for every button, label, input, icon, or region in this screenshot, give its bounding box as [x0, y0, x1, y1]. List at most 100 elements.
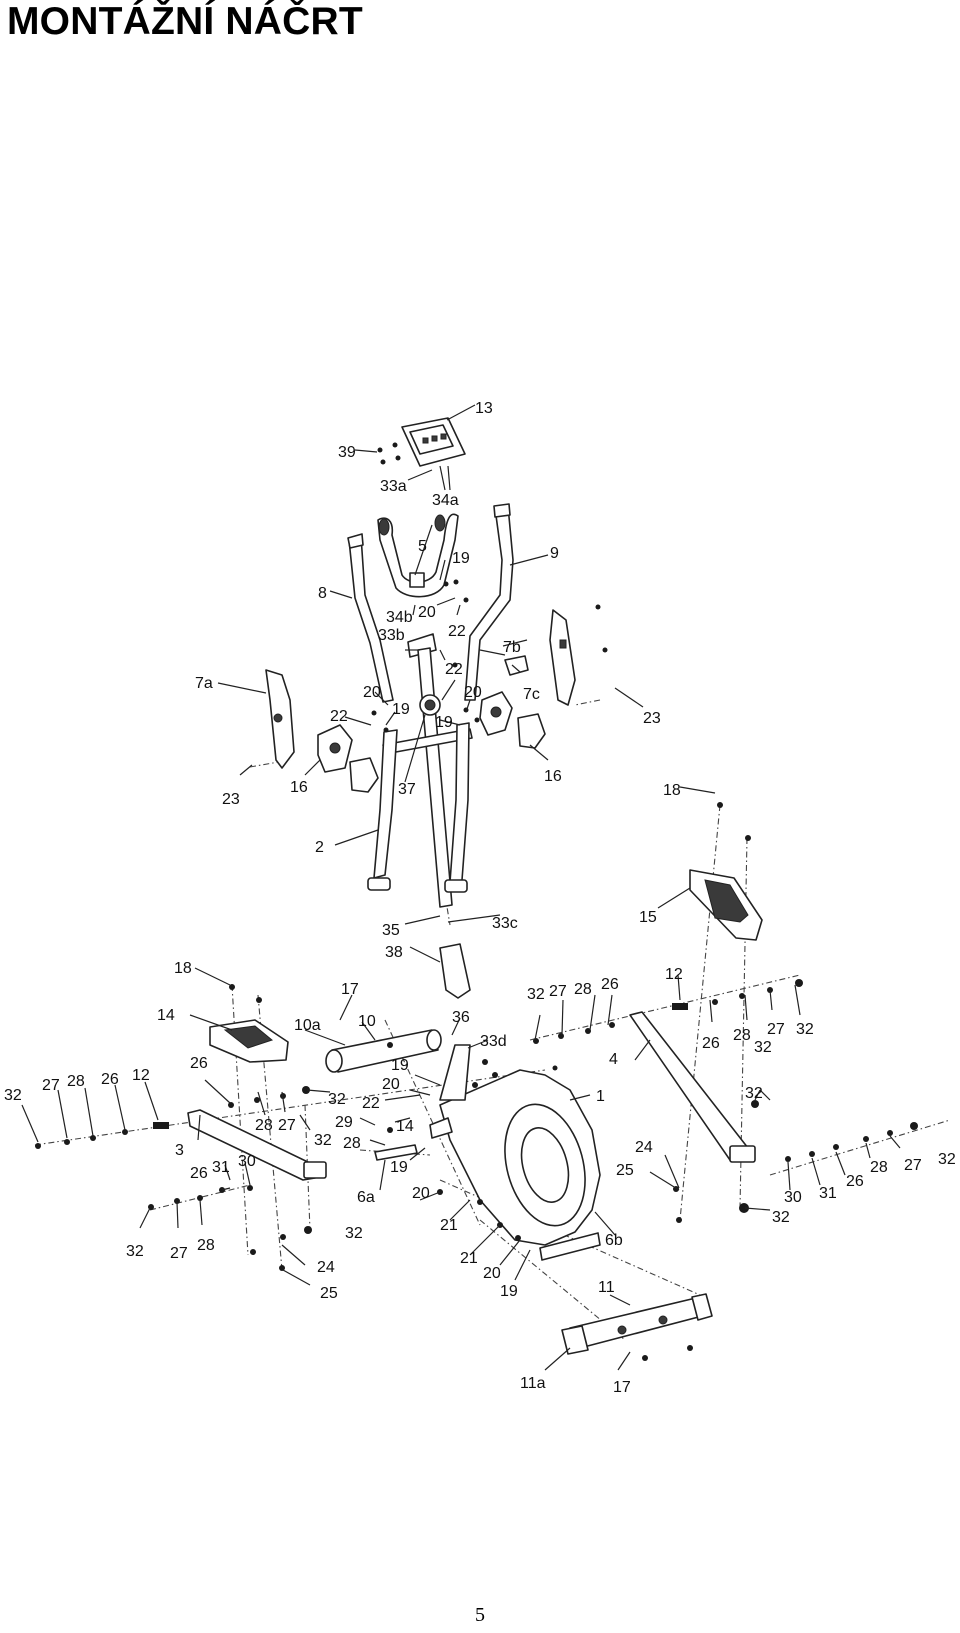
callout-16: 16	[544, 768, 562, 785]
callout-17: 17	[341, 981, 359, 998]
callout-29: 29	[335, 1114, 353, 1131]
callout-30: 30	[784, 1189, 802, 1206]
callout-20: 20	[363, 684, 381, 701]
callout-28: 28	[67, 1073, 85, 1090]
callout-28: 28	[255, 1117, 273, 1134]
upper-arm-9	[464, 503, 514, 701]
callout-24: 24	[317, 1259, 335, 1276]
callout-26: 26	[601, 976, 619, 993]
assembly-axes	[34, 699, 951, 1341]
callout-20: 20	[464, 684, 482, 701]
callout-20: 20	[382, 1076, 400, 1093]
callout-28: 28	[343, 1135, 361, 1152]
callout-33d: 33d	[480, 1033, 507, 1050]
callout-28: 28	[870, 1159, 888, 1176]
callout-35: 35	[382, 922, 400, 939]
callout-28: 28	[197, 1237, 215, 1254]
callout-32: 32	[328, 1091, 346, 1108]
callout-24: 24	[635, 1139, 653, 1156]
callout-18: 18	[663, 782, 681, 799]
callout-11a: 11a	[520, 1375, 546, 1392]
callout-12: 12	[132, 1067, 150, 1084]
page-title: MONTÁŽNÍ NÁČRT	[7, 0, 363, 43]
callout-27: 27	[42, 1077, 60, 1094]
callout-14: 14	[396, 1118, 414, 1135]
callout-30: 30	[238, 1153, 256, 1170]
stabilizer-11	[561, 1293, 713, 1355]
pedal-rail-3	[187, 1109, 327, 1181]
callout-labels: 13 39 33a 34a 5 19 9 8 34b 20 33b 22 7b …	[4, 400, 956, 1396]
callout-9: 9	[550, 545, 559, 562]
callout-6a: 6a	[357, 1189, 375, 1206]
callout-28: 28	[574, 981, 592, 998]
main-mast	[382, 633, 473, 908]
fasteners	[35, 442, 918, 1361]
callout-27: 27	[549, 983, 567, 1000]
callout-19: 19	[390, 1159, 408, 1176]
callout-26: 26	[702, 1035, 720, 1052]
callout-26: 26	[101, 1071, 119, 1088]
pedal-15	[689, 869, 763, 941]
cover-7a	[265, 669, 295, 769]
callout-19: 19	[500, 1283, 518, 1300]
callout-26: 26	[190, 1165, 208, 1182]
callout-28: 28	[733, 1027, 751, 1044]
crossbar-10	[325, 1029, 442, 1073]
callout-14: 14	[157, 1007, 175, 1024]
callout-22: 22	[362, 1095, 380, 1112]
callout-32: 32	[796, 1021, 814, 1038]
callout-4: 4	[609, 1051, 618, 1068]
page-number: 5	[475, 1604, 485, 1626]
callout-15: 15	[639, 909, 657, 926]
cover-7c	[504, 655, 529, 676]
callout-32: 32	[754, 1039, 772, 1056]
handlebar-5	[377, 513, 459, 598]
callout-33c: 33c	[492, 915, 518, 932]
callout-32: 32	[772, 1209, 790, 1226]
pedal-14	[209, 1019, 289, 1063]
callout-17: 17	[613, 1379, 631, 1396]
callout-27: 27	[278, 1117, 296, 1134]
callout-27: 27	[904, 1157, 922, 1174]
callout-27: 27	[170, 1245, 188, 1262]
callout-7a: 7a	[195, 675, 213, 692]
callout-19: 19	[391, 1057, 409, 1074]
callout-39: 39	[338, 444, 356, 461]
callout-22: 22	[448, 623, 466, 640]
callout-16: 16	[290, 779, 308, 796]
callout-26: 26	[190, 1055, 208, 1072]
lower-arm-2	[367, 722, 470, 893]
callout-32: 32	[4, 1087, 22, 1104]
callout-13: 13	[475, 400, 493, 417]
callout-32: 32	[745, 1085, 763, 1102]
callout-10: 10	[358, 1013, 376, 1030]
callout-32: 32	[345, 1225, 363, 1242]
callout-34a: 34a	[432, 492, 459, 509]
main-frame-1	[429, 1044, 601, 1246]
callout-19: 19	[452, 550, 470, 567]
callout-26: 26	[846, 1173, 864, 1190]
upper-arm-8	[347, 533, 394, 703]
pivot-16-right	[479, 691, 546, 749]
assembly-diagram: 13 39 33a 34a 5 19 9 8 34b 20 33b 22 7b …	[4, 400, 956, 1396]
bracket-38	[439, 943, 471, 999]
axle-6a	[374, 1144, 418, 1161]
callout-31: 31	[819, 1185, 837, 1202]
callout-20: 20	[412, 1185, 430, 1202]
callout-33a: 33a	[380, 478, 407, 495]
callout-23: 23	[643, 710, 661, 727]
callout-22: 22	[445, 661, 463, 678]
pedal-rail-4	[629, 1011, 756, 1163]
callout-36: 36	[452, 1009, 470, 1026]
callout-2: 2	[315, 839, 324, 856]
callout-6b: 6b	[605, 1232, 623, 1249]
callout-21: 21	[460, 1250, 478, 1267]
callout-22: 22	[330, 708, 348, 725]
callout-20: 20	[483, 1265, 501, 1282]
callout-21: 21	[440, 1217, 458, 1234]
callout-11: 11	[598, 1279, 615, 1296]
cover-7b	[549, 609, 576, 706]
callout-8: 8	[318, 585, 327, 602]
callout-18: 18	[174, 960, 192, 977]
leader-lines	[21, 404, 901, 1371]
